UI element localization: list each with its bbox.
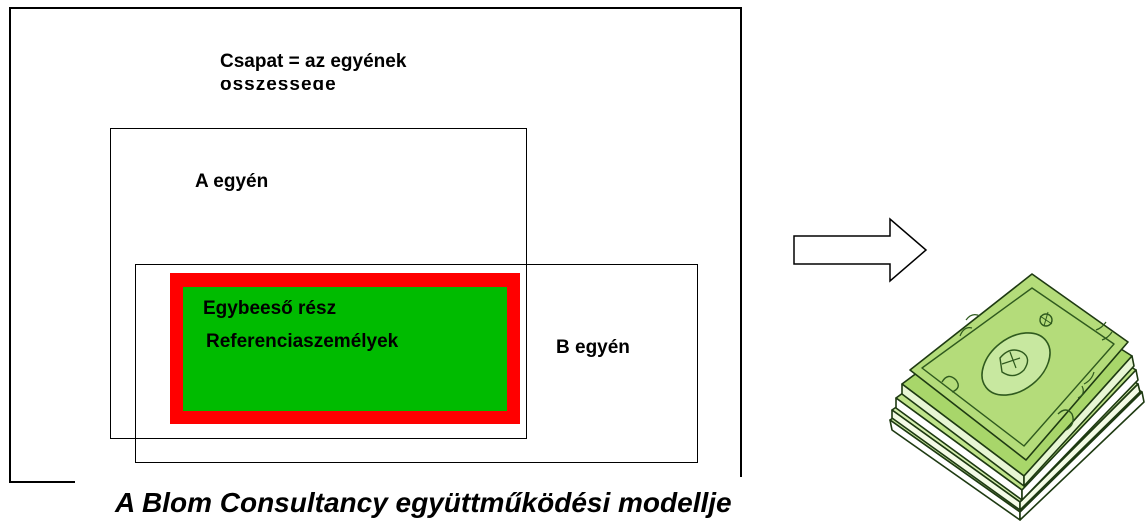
team-frame-top-edge xyxy=(9,7,741,9)
individual-b-label: B egyén xyxy=(556,337,630,358)
diagram-caption: A Blom Consultancy együttműködési modell… xyxy=(115,487,732,518)
overlap-label: Egybeeső rész xyxy=(203,298,337,319)
individual-b-box xyxy=(135,264,698,463)
team-frame-right-edge xyxy=(740,7,742,477)
right-arrow-icon xyxy=(793,217,928,283)
overlap-area xyxy=(183,287,507,411)
team-label: Csapat = az egyének xyxy=(220,51,407,72)
individual-a-box xyxy=(110,128,527,439)
team-label-cut-text: összessége xyxy=(220,80,337,90)
team-frame-bottom-edge xyxy=(9,481,75,483)
team-frame-left-edge xyxy=(9,7,11,482)
team-label-cut-line: összessége xyxy=(215,80,515,90)
money-stack-icon xyxy=(889,273,1145,521)
individual-a-label: A egyén xyxy=(195,171,269,192)
reference-persons-label: Referenciaszemélyek xyxy=(206,331,399,352)
